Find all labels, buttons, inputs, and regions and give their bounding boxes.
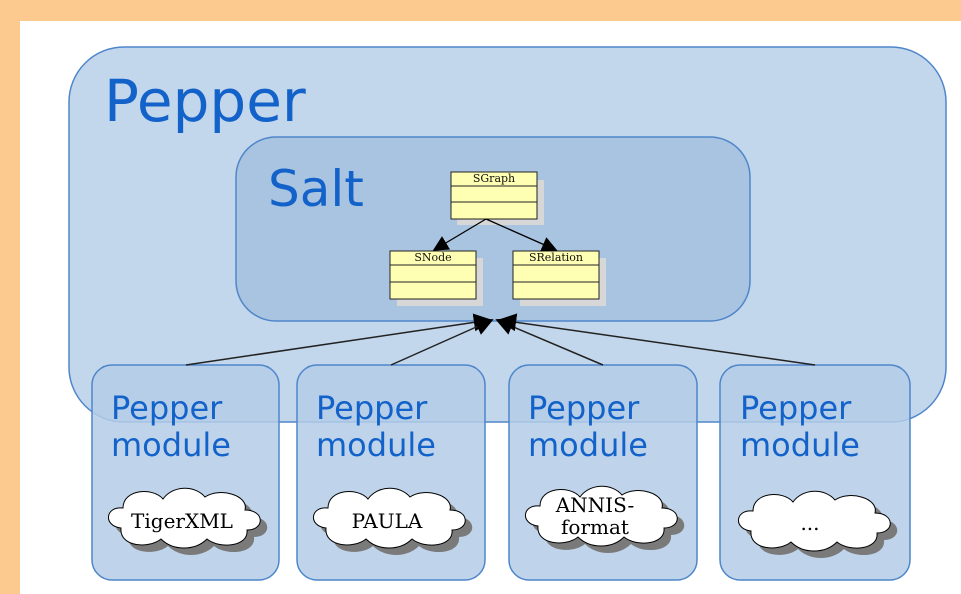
module-2-label-line2: module xyxy=(316,426,436,464)
edge-module2-salt xyxy=(390,318,494,366)
module-1-label-line2: module xyxy=(111,426,231,464)
class-srelation xyxy=(512,250,600,300)
cloud-4 xyxy=(738,490,891,552)
class-sgraph-name: SGraph xyxy=(472,172,516,185)
cloud-1-text: TigerXML xyxy=(131,509,233,533)
module-3-label-line1: Pepper xyxy=(528,389,640,427)
module-2-label: Pepper module xyxy=(316,390,436,464)
module-1-label-line1: Pepper xyxy=(111,389,223,427)
cloud-3-text: ANNIS- format xyxy=(515,494,675,538)
class-snode xyxy=(389,250,477,300)
module-4-label-line1: Pepper xyxy=(740,389,852,427)
edge-sgraph-srelation xyxy=(485,218,558,252)
edge-module1-salt xyxy=(185,313,492,366)
module-2-label-line1: Pepper xyxy=(316,389,428,427)
class-srelation-name: SRelation xyxy=(528,251,584,264)
cloud-2-text: PAULA xyxy=(351,509,423,533)
cloud-2 xyxy=(313,487,466,549)
edge-module4-salt xyxy=(498,313,816,366)
module-4-label: Pepper module xyxy=(740,390,860,464)
module-3-label-line2: module xyxy=(528,426,648,464)
class-sgraph xyxy=(450,171,538,220)
edge-sgraph-snode xyxy=(432,218,487,251)
cloud-3-text-line1: ANNIS- xyxy=(555,493,635,517)
class-snode-name: SNode xyxy=(414,251,452,264)
cloud-1 xyxy=(108,487,261,549)
pepper-title: Pepper xyxy=(104,67,306,135)
cloud-4-text: ... xyxy=(800,511,820,535)
module-1-label: Pepper module xyxy=(111,390,231,464)
salt-title: Salt xyxy=(268,160,364,218)
cloud-3 xyxy=(525,485,678,547)
cloud-3-text-line2: format xyxy=(561,515,629,539)
module-3-label: Pepper module xyxy=(528,390,648,464)
module-4-label-line2: module xyxy=(740,426,860,464)
